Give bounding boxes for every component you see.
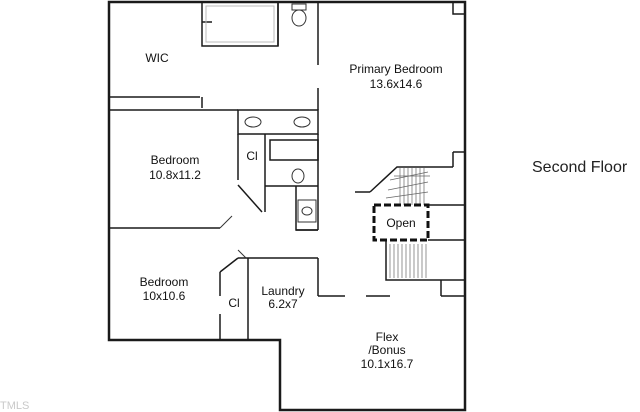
open-area-outline: [372, 203, 430, 242]
room-label-laundry: Laundry: [261, 284, 304, 298]
room-label-open: Open: [386, 216, 415, 230]
room-size-primary-bedroom: 13.6x14.6: [370, 77, 423, 91]
bath-fixtures: [205, 3, 317, 223]
stair-treads: [385, 168, 430, 278]
room-label-closet-1: Cl: [246, 149, 257, 163]
room-size-flex-bonus: 10.1x16.7: [361, 357, 414, 371]
room-size-laundry: 6.2x7: [268, 297, 298, 311]
room-label-bedroom-1: Bedroom: [151, 153, 200, 167]
room-label-flex: Flex: [376, 330, 399, 344]
exterior-walls: [107, 0, 467, 412]
watermark: TMLS: [0, 400, 29, 412]
room-label-bedroom-2: Bedroom: [140, 275, 189, 289]
room-label-bonus: /Bonus: [368, 343, 405, 357]
door-swings: [219, 215, 247, 259]
room-label-closet-2: Cl: [228, 296, 239, 310]
room-label-primary-bedroom: Primary Bedroom: [349, 62, 442, 76]
room-label-wic: WIC: [145, 51, 169, 65]
room-size-bedroom-2: 10x10.6: [143, 289, 186, 303]
floor-label: Second Floor: [532, 159, 628, 176]
room-size-bedroom-1: 10.8x11.2: [149, 168, 201, 182]
interior-walls: [109, 2, 465, 340]
